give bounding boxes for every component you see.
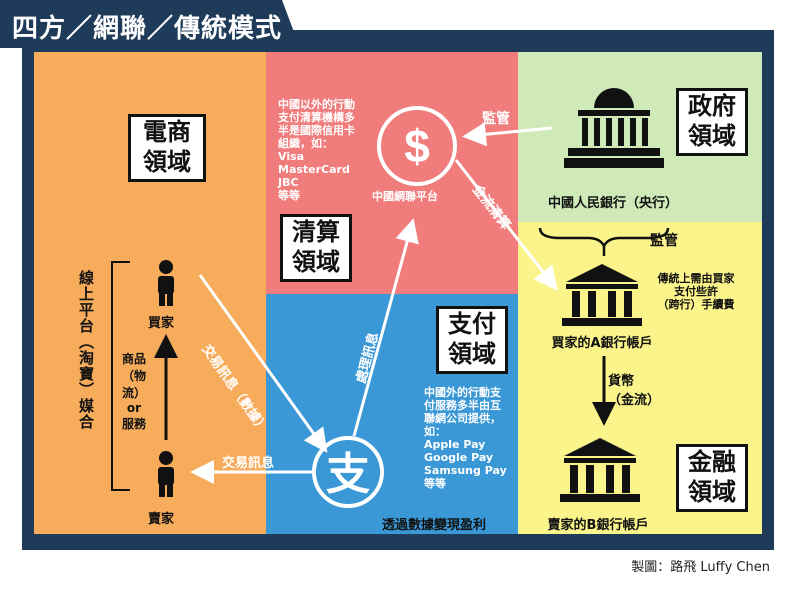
payment-note-line: 付服務多半由互 [424,399,501,412]
goods-label-line: or [126,401,142,415]
clearing-note-line: JBC [278,176,299,189]
payment-note-line: Google Pay [424,451,494,464]
platform-label: 線上平台（淘寶）媒合 [77,270,95,430]
goods-label-line: （物流） [121,369,146,400]
credit-text: 製圖：路飛 Luffy Chen [631,560,770,575]
page-title: 四方／網聯／傳統模式 [12,14,283,44]
currency-label: 貨幣 （金流） [608,370,660,408]
buyer-person-icon [158,260,174,306]
central-bank-label: 中國人民銀行（央行） [548,196,679,211]
finance-zone-label: 金融 領域 [676,444,748,512]
payment-note-line: 等等 [424,477,446,490]
platform-bracket [111,261,130,491]
alipay-icon: 支 [312,436,384,508]
dollar-icon: $ [377,106,457,186]
supervise-brace [538,227,670,249]
payment-note-line: Apple Pay [424,438,486,451]
bank-b-icon [560,438,640,502]
fee-note-line: 傳統上需由買家 [657,272,735,285]
clearing-note-line: Visa [278,150,305,163]
payment-note-line: 中國外的行動支 [424,386,501,399]
clearing-note-line: 等等 [278,189,300,202]
money-clearing-arrow [454,159,558,291]
payment-note-line: 如： [424,425,446,438]
fee-note-line: 支付些許 [674,285,718,298]
clearing-note-line: 中國以外的行動 [278,98,355,111]
goods-label: 商品 （物流） or 服務 [114,350,154,432]
process-info-arrow [352,218,419,437]
seller-person-icon [158,451,174,497]
currency-label-line: （金流） [608,393,661,408]
clearing-note-line: 組織，如： [278,137,333,150]
dollar-caption: 中國網聯平台 [372,190,438,203]
clearing-note-line: MasterCard [278,163,350,176]
ecommerce-zone-label: 電商 領域 [128,114,206,182]
supervise-mid-label: 監管 [650,233,678,249]
clearing-zone-label: 清算 領域 [280,214,352,282]
fee-note: 傳統上需由買家 支付些許 （跨行）手續費 [640,272,752,311]
clearing-note-line: 支付清算機構多 [278,111,355,124]
title-bar [0,0,300,48]
payment-zone-label: 支付 領域 [436,306,508,374]
payment-note-line: Samsung Pay [424,464,507,477]
buyer-label: 買家 [148,316,175,331]
supervise-top-label: 監管 [482,111,510,127]
payment-note: 中國外的行動支 付服務多半由互 聯網公司提供， 如： Apple Pay Goo… [424,386,507,490]
government-zone-label: 政府 領域 [676,88,748,156]
trade-msg-label: 交易訊息 [222,456,275,471]
bank-a-icon [562,264,642,326]
trade-info-arrow [198,274,328,453]
goods-label-line: 商品 [121,352,146,366]
supervise-arrow [462,122,553,147]
buyer-bank-label: 買家的A銀行帳戶 [551,336,653,351]
fee-note-line: （跨行）手續費 [657,298,735,311]
currency-label-line: 貨幣 [608,374,635,389]
capitol-icon [564,88,664,168]
svg-text:$: $ [404,120,430,172]
profit-caption: 透過數據變現盈利 [382,518,487,533]
goods-label-line: 服務 [121,417,146,431]
seller-label: 賣家 [148,512,175,527]
svg-text:支: 支 [326,449,370,500]
clearing-note: 中國以外的行動 支付清算機構多 半是國際信用卡 組織，如： Visa Maste… [278,98,355,202]
seller-bank-label: 賣家的B銀行帳戶 [547,518,649,533]
clearing-note-line: 半是國際信用卡 [278,124,355,137]
payment-note-line: 聯網公司提供， [424,412,501,425]
